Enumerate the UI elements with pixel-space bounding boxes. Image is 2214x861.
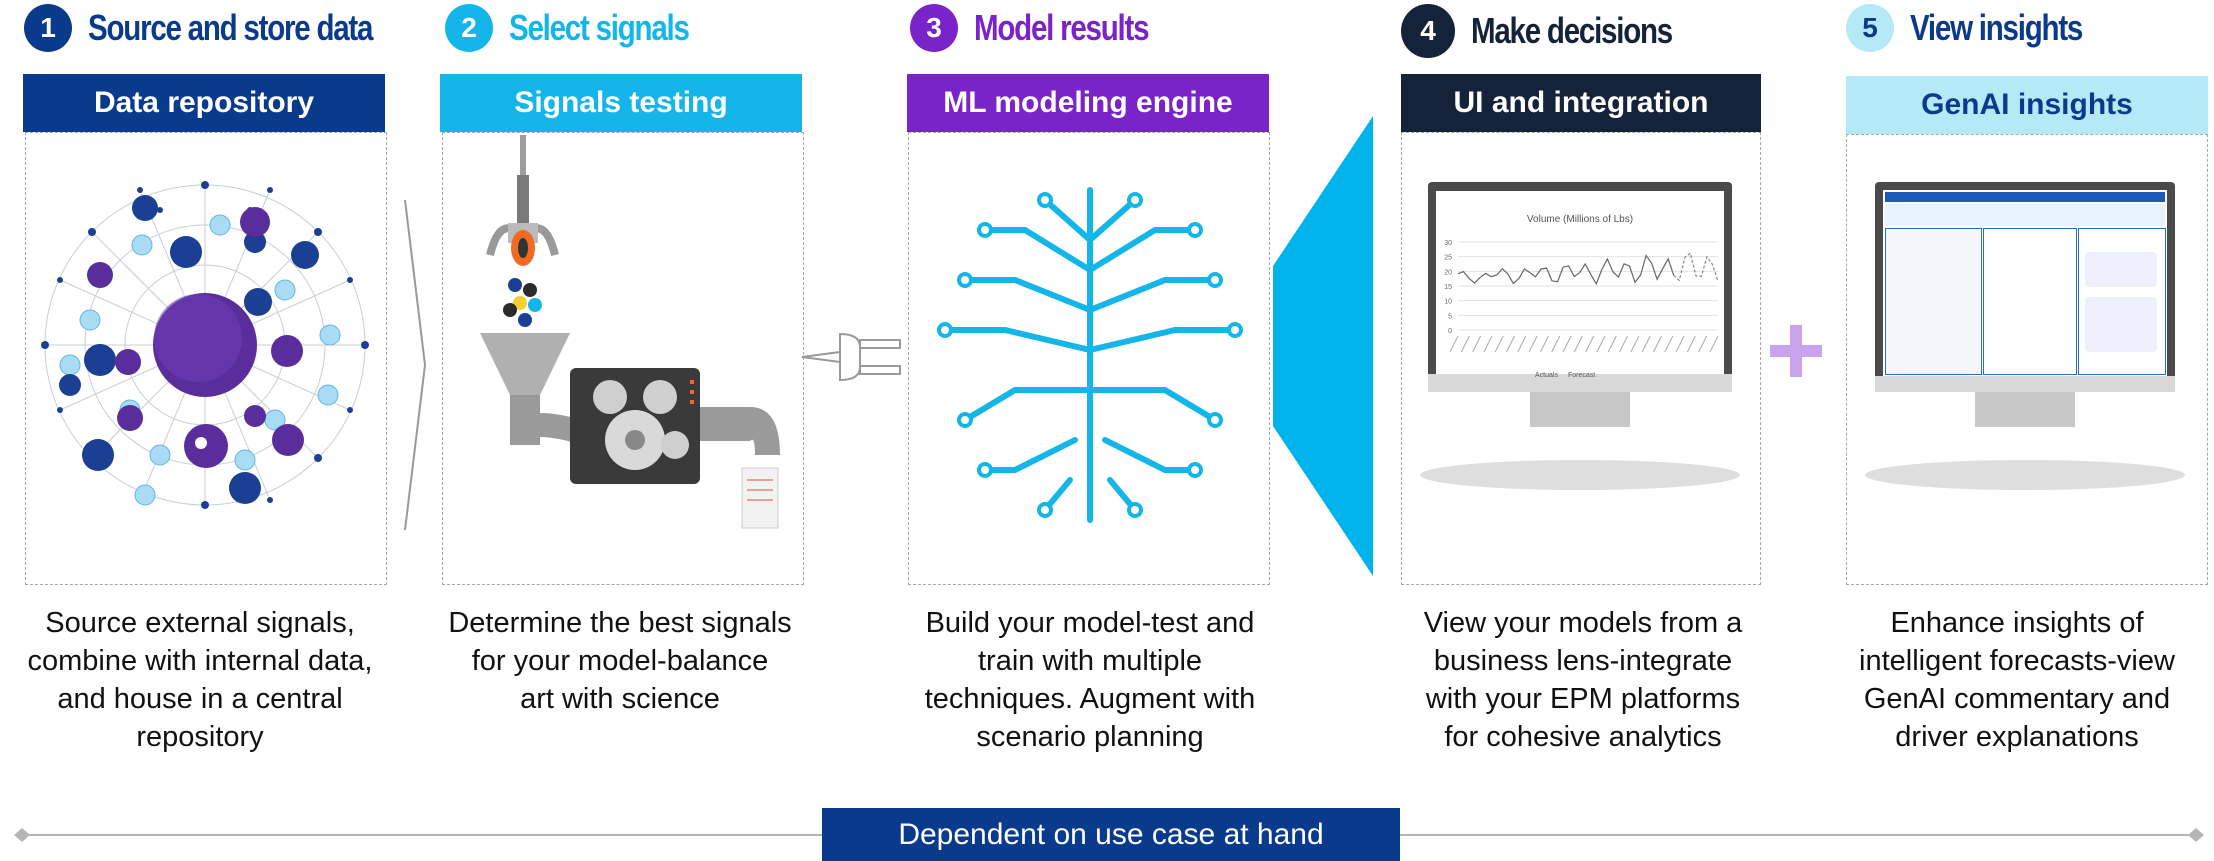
x-tick-label-stub [1528, 335, 1538, 353]
y-tick-label: 15 [1444, 284, 1452, 291]
x-tick-label-stub [1472, 335, 1482, 353]
step-5-header: 5 View insights [1846, 4, 2120, 52]
actuals-series-line [1457, 254, 1675, 286]
step-2-header: 2 Select signals [445, 4, 728, 52]
panel-2 [442, 132, 804, 585]
genai-insights-bar: GenAI insights [1846, 76, 2208, 134]
x-tick-label-stub [1619, 335, 1629, 353]
x-tick-label-stub [1506, 335, 1515, 353]
step-5-number: 5 [1846, 4, 1894, 52]
x-tick-label-stub [1596, 335, 1606, 353]
legend-actuals: Actuals [1535, 372, 1558, 379]
x-tick-label-stub [1539, 335, 1549, 353]
x-tick-label-stub [1460, 335, 1470, 353]
data-network-illustration [41, 181, 369, 509]
y-tick-label: 30 [1444, 240, 1452, 247]
monitor-5 [1875, 182, 2175, 402]
x-tick-label-stub [1494, 335, 1504, 353]
step-4-number: 4 [1401, 4, 1455, 58]
x-tick-label-stub [1573, 335, 1583, 353]
x-tick-label-stub [1517, 335, 1527, 353]
y-tick-label: 25 [1444, 255, 1452, 262]
monitor-4-stand [1530, 392, 1630, 427]
step-2-number: 2 [445, 4, 493, 52]
data-repository-bar: Data repository [23, 74, 385, 132]
ui-integration-bar: UI and integration [1401, 74, 1761, 132]
x-tick-label-stub [1675, 335, 1685, 353]
y-tick-label: 10 [1444, 299, 1452, 306]
ml-modeling-engine-bar: ML modeling engine [907, 74, 1269, 132]
step-2-title: Select signals [509, 7, 690, 48]
x-tick-label-stub [1483, 335, 1493, 353]
forecast-series-line [1673, 252, 1719, 282]
step-3-header: 3 Model results [910, 4, 1187, 52]
monitor-5-shadow [1865, 460, 2185, 490]
x-tick-label-stub [1562, 335, 1572, 353]
monitor-4-shadow [1420, 460, 1740, 490]
funnel-connector [1273, 116, 1373, 576]
brain-circuit-illustration [937, 187, 1243, 523]
chart-legend: Actuals Forecast [1535, 372, 1595, 379]
step-4-title: Make decisions [1471, 10, 1673, 51]
step-1-description: Source external signals,combine with int… [27, 607, 373, 753]
x-tick-label-stub [1686, 335, 1696, 353]
x-tick-label-stub [1585, 335, 1595, 353]
step-5-title: View insights [1910, 7, 2083, 48]
x-tick-label-stub [1607, 335, 1617, 353]
step-1-number: 1 [24, 4, 72, 52]
signals-testing-bar: Signals testing [440, 74, 802, 132]
separator-chevron [404, 199, 427, 531]
x-tick-label-stub [1709, 335, 1719, 353]
step-3-title: Model results [974, 7, 1150, 48]
x-tick-label-stub [1664, 335, 1674, 353]
x-tick-label-stub [1641, 335, 1651, 353]
plug-connector-icon [801, 332, 901, 382]
x-tick-label-stub [1698, 335, 1708, 353]
monitor-5-stand [1975, 392, 2075, 427]
panel-4 [1401, 132, 1761, 585]
step-1-title: Source and store data [88, 7, 373, 48]
step-1-header: 1 Source and store data [24, 4, 435, 52]
monitor-4 [1428, 182, 1732, 402]
panel-3 [908, 132, 1270, 585]
monitor-4-screen [1436, 191, 1724, 374]
x-tick-label-stub [1551, 335, 1561, 353]
y-tick-label: 5 [1448, 313, 1452, 320]
signals-machine-illustration [480, 135, 780, 529]
x-tick-label-stub [1653, 335, 1662, 353]
x-tick-label-stub [1449, 335, 1459, 353]
panel-1 [25, 132, 387, 585]
volume-line-chart: 0 5 10 15 20 25 30 [1444, 240, 1719, 353]
y-tick-label: 20 [1444, 269, 1452, 276]
plus-icon [1770, 325, 1822, 377]
footer-label: Dependent on use case at hand [822, 808, 1400, 861]
legend-forecast: Forecast [1567, 372, 1596, 379]
x-tick-label-stub [1630, 335, 1640, 353]
panel-5 [1846, 134, 2208, 585]
chart-title: Volume (Millions of Lbs) [1526, 214, 1634, 225]
step-3-number: 3 [910, 4, 958, 52]
y-tick-label: 0 [1448, 328, 1452, 335]
step-4-header: 4 Make decisions [1401, 4, 1716, 58]
